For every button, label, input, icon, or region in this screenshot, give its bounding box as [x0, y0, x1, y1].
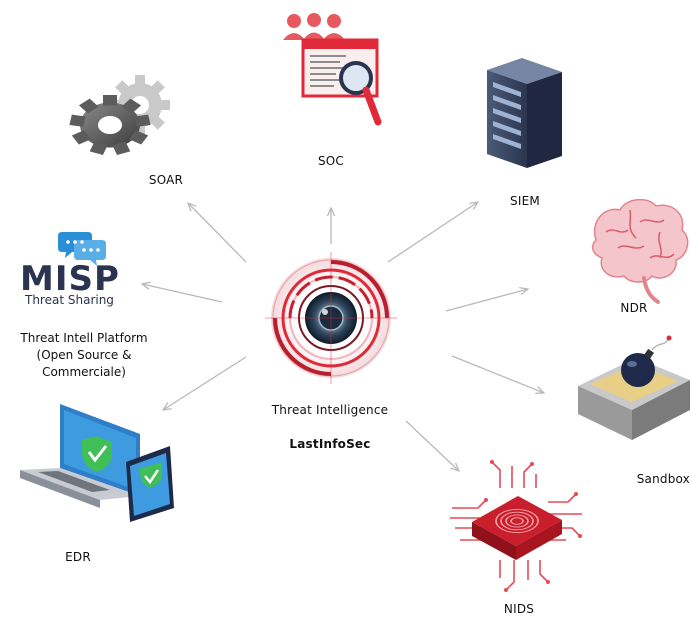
misp-logo: MISP Threat Sharing — [20, 232, 120, 307]
arrow-to-soar — [188, 203, 247, 263]
edr-devices-shield-icon — [20, 404, 174, 522]
node-label-edr: EDR — [65, 550, 91, 564]
center-subtitle: LastInfoSec — [289, 437, 371, 451]
arrow-to-siem — [387, 202, 478, 263]
arrow-to-nids — [405, 420, 459, 471]
tip-label-line-1: Threat Intell Platform — [20, 331, 148, 345]
arrow-to-sandbox — [451, 355, 544, 393]
siem-server-icon — [487, 58, 562, 168]
misp-wordmark: MISP — [20, 259, 120, 299]
sandbox-bomb-icon — [578, 335, 690, 440]
soc-icon — [283, 13, 382, 126]
node-label-siem: SIEM — [510, 194, 540, 208]
node-label-threat-intel-platform: Threat Intell Platform (Open Source & Co… — [4, 330, 164, 381]
soar-gears-icon — [69, 75, 170, 155]
arrow-to-tip — [142, 284, 223, 303]
center-title: Threat Intelligence — [271, 403, 389, 417]
node-label-nids: NIDS — [503, 602, 535, 616]
threat-intel-target-icon — [265, 252, 397, 384]
misp-tagline: Threat Sharing — [24, 293, 114, 307]
tip-label-line-2: (Open Source & — [36, 348, 132, 362]
node-label-sandbox: Sandbox — [636, 472, 690, 486]
connector-arrows — [142, 202, 544, 471]
tip-label-line-3: Commerciale) — [42, 365, 126, 379]
node-label-ndr: NDR — [620, 301, 648, 315]
node-label-soar: SOAR — [148, 173, 184, 187]
node-label-soc: SOC — [317, 154, 345, 168]
arrow-to-ndr — [445, 289, 528, 312]
arrow-to-edr — [163, 356, 247, 410]
ndr-brain-icon — [591, 198, 689, 304]
nids-fingerprint-chip-icon — [450, 460, 582, 592]
